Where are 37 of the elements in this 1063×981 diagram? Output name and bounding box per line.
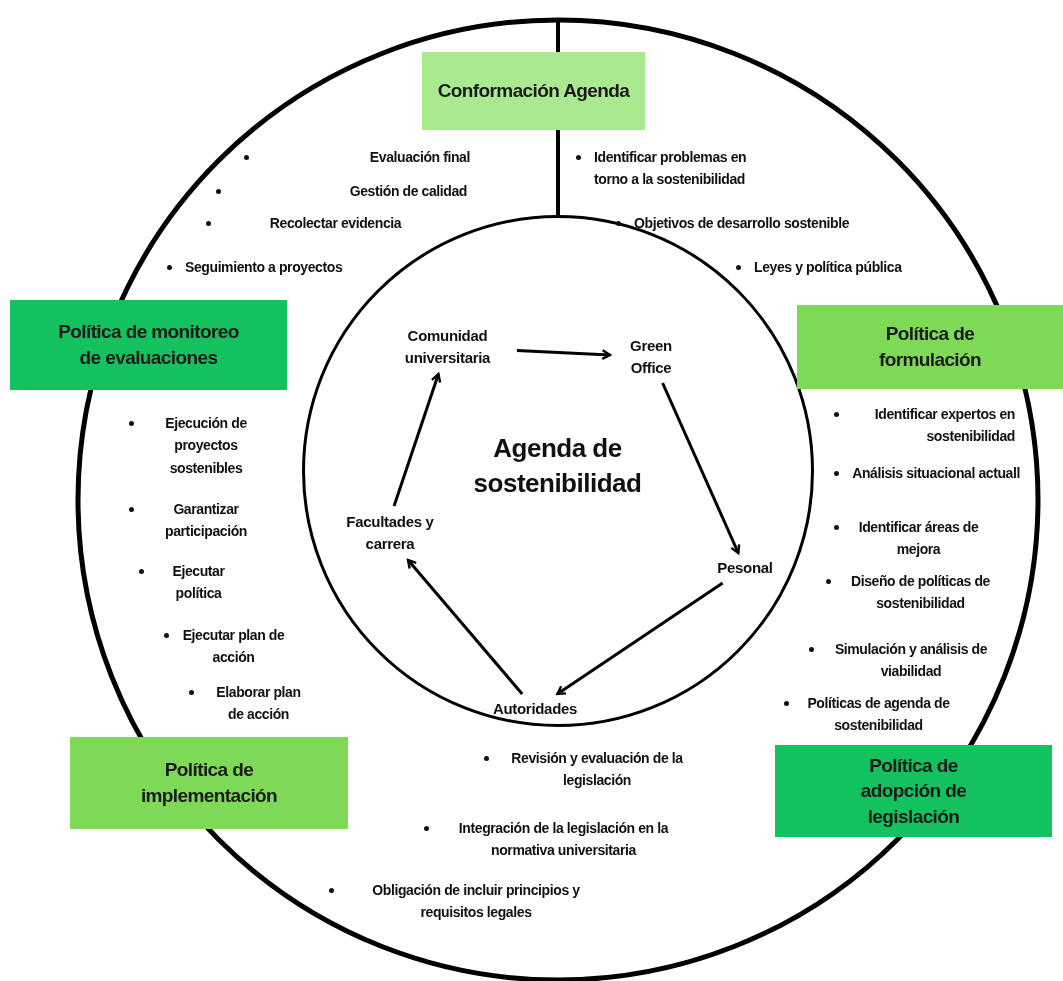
bullet-item: Identificar problemas en torno a la sostenibilidad	[572, 146, 779, 191]
bullet-item: Diseño de políticas de sostenibilidad	[822, 570, 997, 615]
policy-box: Política de adopción de legislación	[775, 745, 1052, 837]
bullet-item: Identificar áreas de mejora	[830, 516, 985, 561]
actor-label: Green Office	[612, 333, 690, 381]
bullet-item: Leyes y política pública	[732, 256, 977, 279]
actor-label: Pesonal	[700, 555, 790, 581]
policy-box: Política de monitoreo de evaluaciones	[10, 300, 287, 390]
bullet-item: Garantizar participación	[125, 498, 265, 543]
bullet-item: Obligación de incluir principios y requisitos legales	[325, 879, 605, 924]
actor-label: Facultades y carrera	[325, 508, 455, 558]
bullet-item: Evaluación final	[240, 146, 470, 169]
bullet-item: Recolectar evidencia	[202, 212, 447, 235]
bullet-item: Políticas de agenda de sostenibilidad	[780, 692, 955, 737]
bullet-item: Ejecutar plan de acción	[160, 624, 285, 669]
bullet-item: Ejecutar política	[135, 560, 240, 605]
bullet-item: Simulación y análisis de viabilidad	[805, 638, 995, 683]
policy-box: Política de formulación	[797, 305, 1063, 389]
bullet-item: Análisis situacional actuall	[830, 462, 1020, 485]
bullet-item: Seguimiento a proyectos	[163, 256, 423, 279]
arrow	[516, 348, 612, 361]
bullet-item: Gestión de calidad	[212, 180, 467, 203]
bullet-item: Revisión y evaluación de la legislación	[480, 747, 692, 792]
bullet-item: Elaborar plan de acción	[185, 681, 310, 726]
arrow	[556, 581, 724, 696]
bullet-item: Objetivos de desarrollo sostenible	[612, 212, 977, 235]
bullet-item: Integración de la legislación en la normativa universitaria	[420, 817, 685, 862]
actor-label: Autoridades	[483, 696, 587, 722]
center-title: Agenda de sostenibilidad	[472, 432, 643, 501]
actor-label: Comunidad universitaria	[380, 322, 515, 372]
arrow	[661, 382, 741, 555]
bullet-item: Identificar expertos en sostenibilidad	[830, 403, 1015, 448]
policy-box: Conformación Agenda	[422, 52, 645, 130]
bullet-item: Ejecución de proyectos sostenibles	[125, 412, 265, 480]
policy-box: Política de implementación	[70, 737, 348, 829]
arrow	[406, 558, 524, 695]
arrow	[392, 372, 442, 507]
